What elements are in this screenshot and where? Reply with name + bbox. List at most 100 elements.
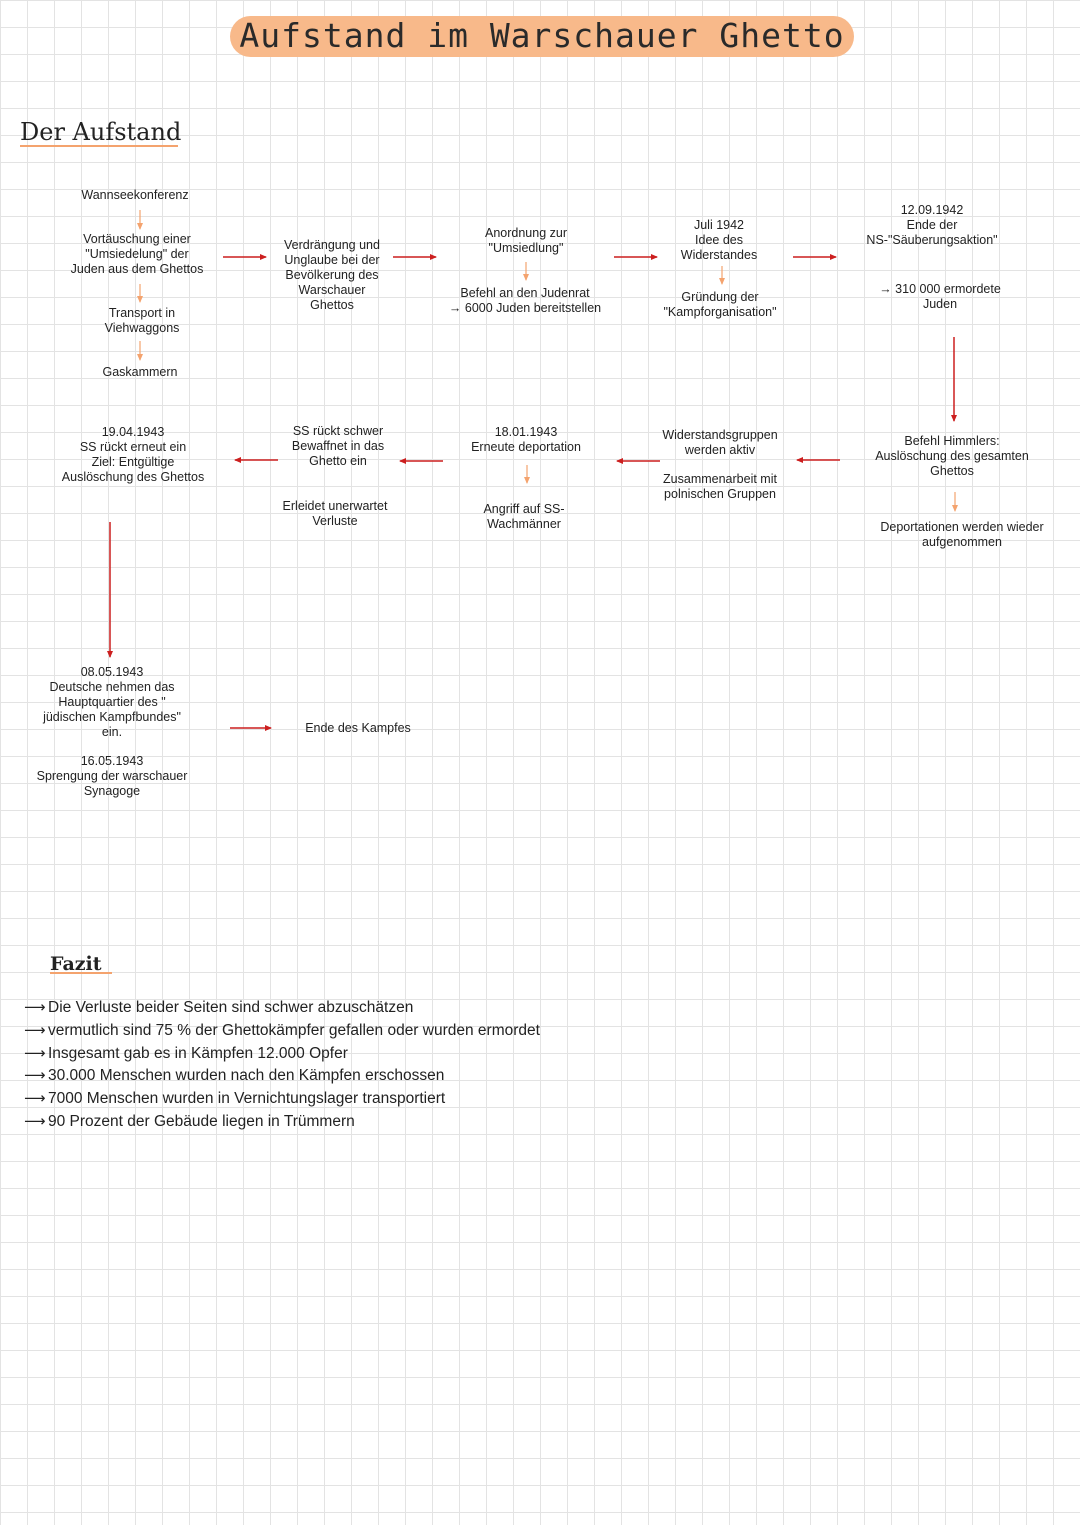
node-line: werden aktiv	[684, 443, 756, 457]
node-line: Ende der	[906, 218, 958, 232]
node-line: Ghettos	[310, 298, 354, 312]
node-line: Widerstandes	[680, 248, 758, 262]
node-line: 18.01.1943	[494, 425, 558, 439]
arrow-right-icon: ⟶	[24, 1067, 46, 1085]
node-line: Deutsche nehmen das	[49, 680, 175, 694]
list-item: ⟶Insgesamt gab es in Kämpfen 12.000 Opfe…	[24, 1043, 540, 1066]
list-item: ⟶Die Verluste beider Seiten sind schwer …	[24, 997, 540, 1020]
node-line: aufgenommen	[922, 535, 1002, 549]
list-item: ⟶7000 Menschen wurden in Vernichtungslag…	[24, 1088, 540, 1111]
node-line: Juden	[922, 297, 958, 311]
arrow-right-icon: ⟶	[24, 1112, 46, 1130]
arrow-right-icon: ⟶	[24, 1021, 46, 1039]
node-gruendung: Gründung der"Kampforganisation"	[663, 290, 776, 320]
node-line: Zusammenarbeit mit	[663, 472, 777, 486]
node-line: Angriff auf SS-	[483, 502, 565, 516]
node-line: Deportationen werden wieder	[880, 520, 1044, 534]
node-line: Bevölkerung des	[285, 268, 379, 282]
node-line: Auslöschung des gesamten	[875, 449, 1029, 463]
node-line: "Kampforganisation"	[663, 305, 777, 319]
fazit-list: ⟶Die Verluste beider Seiten sind schwer …	[24, 997, 540, 1134]
section-underline-fazit	[50, 972, 112, 974]
node-line: Verdrängung und	[284, 238, 380, 252]
node-line: Sprengung der warschauer	[36, 769, 188, 783]
node-line: Widerstandsgruppen	[662, 428, 778, 442]
node-line: Befehl an den Judenrat	[460, 286, 590, 300]
arrow-right-icon: ⟶	[24, 1090, 46, 1108]
node-line: Ghetto ein	[309, 454, 367, 468]
node-line: → 310 000 ermordete	[879, 282, 1001, 296]
node-line: 19.04.1943	[101, 425, 165, 439]
node-line: Auslöschung des Ghettos	[61, 470, 205, 484]
section-heading-fazit: Fazit	[50, 953, 102, 975]
title-highlight	[230, 16, 854, 57]
node-line: polnischen Gruppen	[664, 487, 776, 501]
node-line: Anordnung zur	[484, 226, 568, 240]
node-line: "Umsiedlung"	[488, 241, 564, 255]
node-line: Erleidet unerwartet	[282, 499, 388, 513]
page-title: Aufstand im Warschauer Ghetto	[239, 16, 845, 55]
node-line: 16.05.1943	[80, 754, 144, 768]
list-item: ⟶vermutlich sind 75 % der Ghettokämpfer …	[24, 1020, 540, 1043]
node-line: Idee des	[695, 233, 743, 247]
node-line: Bewaffnet in das	[291, 439, 385, 453]
node-line: Ziel: Entgültige	[91, 455, 175, 469]
node-angriff: Angriff auf SS-Wachmänner	[483, 502, 564, 532]
node-line: Warschauer	[298, 283, 366, 297]
arrow-right-icon: ⟶	[24, 999, 46, 1016]
node-line: → 6000 Juden bereitstellen	[448, 301, 602, 315]
section-underline	[20, 145, 178, 147]
node-anordnung: Anordnung zur"Umsiedlung"	[485, 226, 567, 256]
node-line: Unglaube bei der	[284, 253, 380, 267]
node-ende: Ende des Kampfes	[305, 721, 411, 736]
node-line: Wachmänner	[487, 517, 561, 531]
node-line: Hauptquartier des "	[58, 695, 166, 709]
node-line: Ghettos	[930, 464, 974, 478]
section-heading-aufstand: Der Aufstand	[20, 118, 182, 146]
list-item: ⟶90 Prozent der Gebäude liegen in Trümme…	[24, 1111, 540, 1134]
node-line: jüdischen Kampfbundes"	[43, 710, 181, 724]
node-line: Erneute deportation	[471, 440, 581, 454]
node-line: 08.05.1943	[80, 665, 144, 679]
arrow-right-icon: ⟶	[24, 1044, 46, 1062]
node-line: Juli 1942	[693, 218, 745, 232]
node-line: Transport in	[108, 306, 176, 320]
node-line: Verluste	[312, 514, 358, 528]
node-line: "Umsiedelung" der	[85, 247, 189, 261]
node-line: SS rückt schwer	[292, 424, 384, 438]
node-wannsee: Wannseekonferenz	[81, 188, 188, 203]
node-line: Gründung der	[681, 290, 759, 304]
node-line: Synagoge	[83, 784, 141, 798]
node-line: Viehwaggons	[104, 321, 180, 335]
node-befehl-judenrat: Befehl an den Judenrat→ 6000 Juden berei…	[449, 286, 601, 316]
node-line: 12.09.1942	[900, 203, 964, 217]
node-line: Ende des Kampfes	[305, 721, 411, 735]
node-line: Gaskammern	[102, 365, 178, 379]
node-line: Befehl Himmlers:	[904, 434, 1000, 448]
node-line: NS-"Säuberungsaktion"	[866, 233, 998, 247]
node-gaskammern: Gaskammern	[102, 365, 177, 380]
node-himmler: Befehl Himmlers:Auslöschung des gesamten…	[875, 434, 1029, 479]
list-item: ⟶30.000 Menschen wurden nach den Kämpfen…	[24, 1065, 540, 1088]
node-line: SS rückt erneut ein	[79, 440, 187, 454]
node-line: Juden aus dem Ghettos	[70, 262, 204, 276]
node-line: Vortäuschung einer	[83, 232, 191, 246]
node-line: ein.	[101, 725, 123, 739]
node-line: Wannseekonferenz	[81, 188, 189, 202]
